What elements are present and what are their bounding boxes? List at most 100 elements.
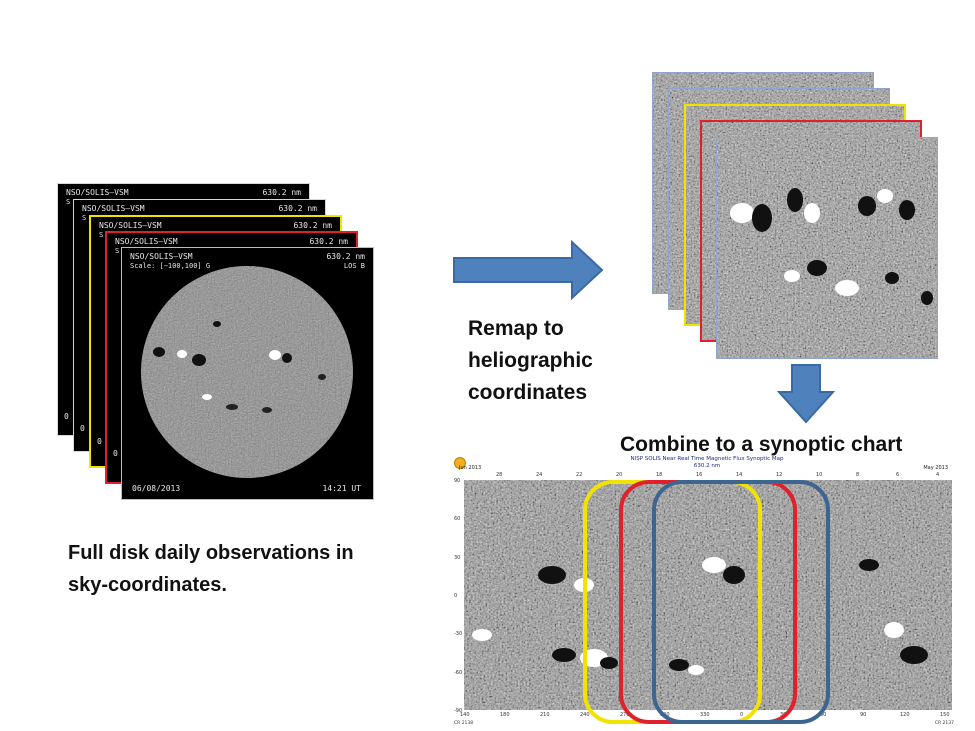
wavelength-label: 630.2 nm — [278, 204, 317, 213]
wavelength-label: 630.2 nm — [293, 221, 332, 230]
mode-label: LOS B — [343, 262, 365, 270]
overlay-yellow-window — [583, 480, 762, 724]
heliographic-map — [717, 138, 937, 358]
bottom-tick-label: 60 — [820, 712, 827, 718]
active-region-dark-4 — [723, 566, 745, 584]
latitude-tick-label: 0 — [454, 593, 458, 599]
down-arrow — [776, 364, 836, 424]
wavelength-label: 630.2 nm — [262, 188, 301, 197]
frame-header: NSO/SOLIS–VSM 630.2 nm — [130, 252, 365, 261]
top-tick-label: 28 — [496, 472, 503, 478]
heliographic-regions — [730, 188, 933, 305]
helio-region-light-3 — [877, 189, 893, 203]
scale-label: Scale: [−100,100] G — [130, 262, 211, 270]
active-region-light-6 — [884, 622, 904, 638]
remap-caption-line-1: Remap to — [468, 317, 564, 340]
observation-time: 14:21 UT — [322, 484, 361, 493]
active-region-light-3 — [472, 629, 492, 641]
observation-date: 06/08/2013 — [132, 484, 181, 493]
chart-right-date: May 2013 — [923, 465, 948, 471]
top-tick-label: 6 — [896, 472, 900, 478]
latitude-tick-label: -60 — [454, 669, 463, 676]
active-region-light-4 — [702, 557, 726, 573]
right-arrow-shape — [453, 239, 604, 301]
frame-footer: 06/08/2013 14:21 UT — [132, 484, 361, 493]
top-tick-label: 8 — [856, 472, 860, 478]
nso-logo-icon — [454, 457, 466, 469]
bottom-tick-label: 150 — [940, 712, 950, 718]
active-region-dark-3 — [600, 657, 618, 669]
helio-region-dark-3 — [858, 196, 876, 216]
remap-caption-line-3: coordinates — [468, 381, 588, 404]
helio-region-dark-5 — [807, 260, 827, 276]
top-tick-label: 24 — [536, 472, 543, 478]
top-tick-label: 10 — [816, 472, 823, 478]
latitude-tick-label: -30 — [454, 631, 463, 638]
instrument-label: NSO/SOLIS–VSM — [115, 237, 178, 246]
scale-label: S — [99, 231, 104, 239]
disk-spot-dark-3 — [213, 321, 221, 327]
scale-label: S — [82, 214, 87, 222]
chart-title: NISP SOLIS Near Real Time Magnetic Flux … — [630, 456, 784, 462]
instrument-label: NSO/SOLIS–VSM — [130, 252, 193, 261]
synoptic-overlay — [583, 480, 830, 724]
disk-spot-dark-7 — [318, 374, 326, 380]
disk-spot-dark-1 — [153, 347, 165, 357]
helio-region-dark-1 — [752, 204, 772, 232]
latitude-tick-label: 90 — [454, 478, 461, 484]
full-disk-caption-line-1: Full disk daily observations in — [68, 542, 354, 564]
disk-spot-dark-6 — [262, 407, 272, 413]
frame-header: NSO/SOLIS–VSM 630.2 nm — [82, 204, 317, 213]
bottom-tick-label: 210 — [540, 712, 550, 718]
right-arrow — [453, 239, 604, 301]
top-tick-label: 4 — [936, 472, 940, 478]
frame-edge-label: 0 — [97, 437, 102, 446]
combine-caption: Combine to a synoptic chart — [620, 433, 903, 456]
frame-edge-label: 0 — [113, 449, 118, 458]
helio-region-dark-2 — [787, 188, 803, 212]
helio-region-light-1 — [730, 203, 754, 223]
latitude-tick-label: -90 — [454, 708, 463, 714]
top-tick-label: 16 — [696, 472, 703, 478]
heliographic-frame — [716, 137, 938, 359]
wavelength-label: 630.2 nm — [326, 252, 365, 261]
solar-disk-texture — [141, 266, 353, 478]
bottom-tick-label: 120 — [900, 712, 910, 718]
chart-cr-right: CR 2137 — [934, 721, 954, 726]
active-region-dark-6 — [859, 559, 879, 571]
bottom-tick-label: 0 — [740, 712, 744, 718]
helio-region-light-4 — [784, 270, 800, 282]
helio-region-light-2 — [804, 203, 820, 223]
heliographic-map-texture — [717, 138, 937, 358]
full-disk-frame: NSO/SOLIS–VSM 630.2 nm Scale: [−100,100] G… — [121, 247, 374, 500]
instrument-label: NSO/SOLIS–VSM — [82, 204, 145, 213]
disk-spot-dark-4 — [282, 353, 292, 363]
down-arrow-shape — [776, 364, 836, 424]
disk-spot-light-1 — [177, 350, 187, 358]
chart-cr-left: CR 2138 — [454, 721, 474, 726]
helio-region-dark-4 — [899, 200, 915, 220]
solar-disk-spots — [153, 321, 326, 413]
active-region-dark-1 — [538, 566, 566, 584]
frame-subheader: S — [99, 231, 332, 239]
overlay-blue-window — [652, 480, 830, 724]
bottom-tick-label: 90 — [860, 712, 867, 718]
frame-subheader: S — [115, 247, 348, 255]
disk-spot-dark-2 — [192, 354, 206, 366]
synoptic-active-regions — [472, 557, 928, 675]
bottom-tick-label: 330 — [700, 712, 710, 718]
overlay-red-window — [619, 480, 797, 724]
frame-edge-label: 0 — [80, 424, 85, 433]
bottom-tick-label: 140 — [460, 712, 470, 718]
synoptic-map-texture — [464, 480, 952, 710]
helio-region-light-5 — [835, 280, 859, 296]
remap-caption-line-2: heliographic — [468, 349, 593, 372]
instrument-label: NSO/SOLIS–VSM — [99, 221, 162, 230]
bottom-tick-label: 270 — [620, 712, 630, 718]
top-tick-label: 18 — [656, 472, 663, 478]
latitude-tick-label: 60 — [454, 516, 461, 523]
top-tick-label: 22 — [576, 472, 583, 478]
chart-left-date: Jun 2013 — [459, 465, 482, 471]
